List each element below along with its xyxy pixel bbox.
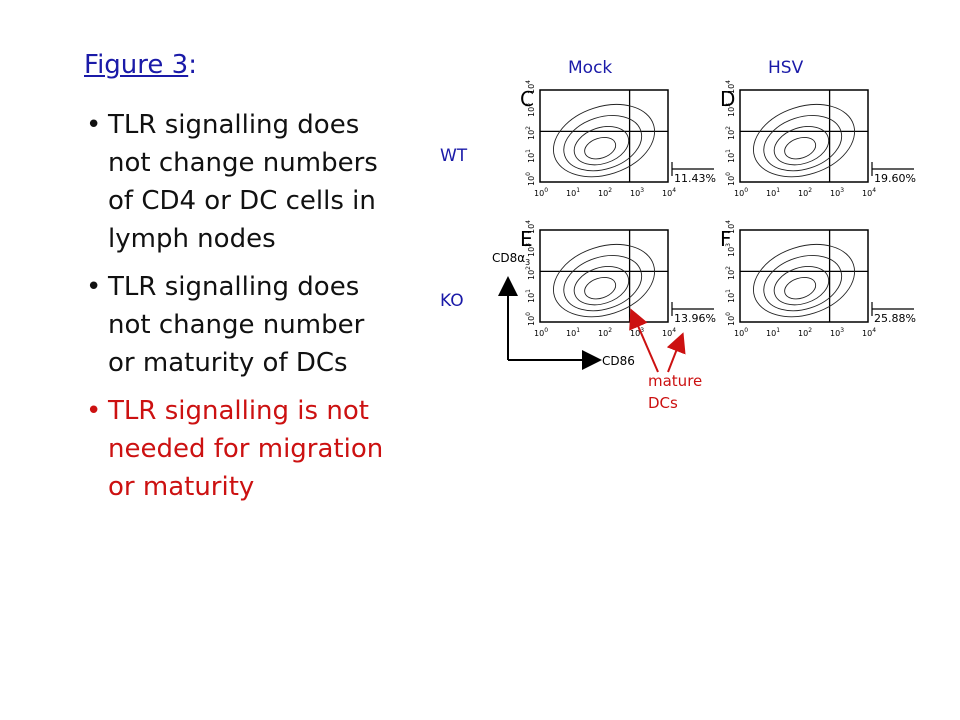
panel-e-y-tick: 103 [525,243,536,257]
panel-e-x-tick: 101 [566,327,580,338]
panel-e-y-tick: 102 [525,266,536,280]
panel-d-y-tick: 100 [725,172,736,186]
panel-d-x-tick: 102 [798,187,812,198]
panel-d-box [739,89,869,183]
panel-f: F 100 101 102 103 104 100 101 102 103 104 25.88% [720,220,916,338]
panel-f-x-tick: 102 [798,327,812,338]
row-label-wt: WT [440,146,468,166]
col-header-hsv: HSV [768,58,804,78]
panel-c-y-tick: 102 [525,126,536,140]
panel-e-contour [584,276,617,300]
panel-f-y-tick: 103 [725,243,736,257]
bullet-cd4-dc: TLR signalling does not change numbers o… [84,106,384,258]
panel-e-y-tick: 104 [525,220,536,234]
panel-e-contour [563,255,643,312]
panel-c-x-tick: 103 [630,187,644,198]
annotation-arrow-2 [666,332,686,373]
panel-c-y-tick: 103 [525,103,536,117]
panel-f-percent: 25.88% [874,312,916,325]
panel-d-y-tick: 104 [725,80,736,94]
bullet-migration: TLR signalling is not needed for migrati… [84,392,384,506]
bullet-dc-maturity: TLR signalling does not change number or… [84,268,384,382]
panel-f-y-tick: 104 [725,220,736,234]
panel-c-x-tick: 101 [566,187,580,198]
panel-d-contour [773,126,830,166]
panel-c-contour [563,115,643,172]
panel-c: C 100 101 102 103 104 100 101 102 103 104 11.43% [520,80,716,198]
panel-d-contour [763,115,843,172]
panel-d-x-tick: 103 [830,187,844,198]
panel-d-y-tick: 101 [725,149,736,163]
panel-c-x-tick: 102 [598,187,612,198]
panel-c-contour [552,104,656,178]
annotation-line-1: mature [648,372,703,390]
panel-f-y-tick: 101 [725,289,736,303]
panel-e-x-tick: 102 [598,327,612,338]
panel-d-letter: D [720,87,735,111]
panel-c-contour [573,126,630,166]
panel-f-contour [752,244,856,318]
panel-c-letter: C [520,87,534,111]
panel-d-y-tick: 103 [725,103,736,117]
panel-c-x-tick: 100 [534,187,548,198]
row-label-ko: KO [440,291,464,311]
y-axis-label: CD8α3 [492,251,530,267]
panel-e-y-tick: 101 [525,289,536,303]
panel-c-box [539,89,669,183]
panel-f-y-tick: 100 [725,312,736,326]
panel-d-contour [784,136,817,160]
panel-d-x-tick: 104 [862,187,876,198]
panel-f-contour [773,266,830,306]
panel-e-x-tick: 104 [662,327,676,338]
panel-e-percent: 13.96% [674,312,716,325]
figure-link[interactable]: Figure 3 [84,50,189,80]
panel-c-y-tick: 101 [525,149,536,163]
panel-e-contour [573,266,630,306]
panel-f-contour [784,276,817,300]
x-axis-label: CD86 [602,354,635,368]
panel-d: D 100 101 102 103 104 100 101 102 103 104 19.60% [720,80,916,198]
panel-c-percent: 11.43% [674,172,716,185]
panel-f-x-tick: 100 [734,327,748,338]
panel-d-percent: 19.60% [874,172,916,185]
annotation-arrow-1 [629,308,659,373]
panel-e-letter: E [520,227,533,251]
panel-d-y-tick: 102 [725,126,736,140]
col-header-mock: Mock [568,58,613,78]
figure-colon: : [188,50,197,80]
panel-e-box [539,229,669,323]
panel-f-x-tick: 104 [862,327,876,338]
panel-f-y-tick: 102 [725,266,736,280]
panel-f-letter: F [720,227,732,251]
bullet-list: TLR signalling does not change numbers o… [84,106,384,516]
panel-c-y-tick: 104 [525,80,536,94]
panel-e-x-tick: 100 [534,327,548,338]
panel-d-x-tick: 100 [734,187,748,198]
panel-c-x-tick: 104 [662,187,676,198]
figure-title: Figure 3: [84,50,197,80]
panel-f-contour [763,255,843,312]
panel-c-y-tick: 100 [525,172,536,186]
panel-e-contour [552,244,656,318]
panel-c-contour [584,136,617,160]
panel-d-x-tick: 101 [766,187,780,198]
annotation-line-2: DCs [648,394,678,412]
panel-d-contour [752,104,856,178]
panel-f-x-tick: 101 [766,327,780,338]
annotation-mature-dcs: mature DCs [648,370,702,414]
panel-f-x-tick: 103 [830,327,844,338]
panel-f-box [739,229,869,323]
panel-e-y-tick: 100 [525,312,536,326]
